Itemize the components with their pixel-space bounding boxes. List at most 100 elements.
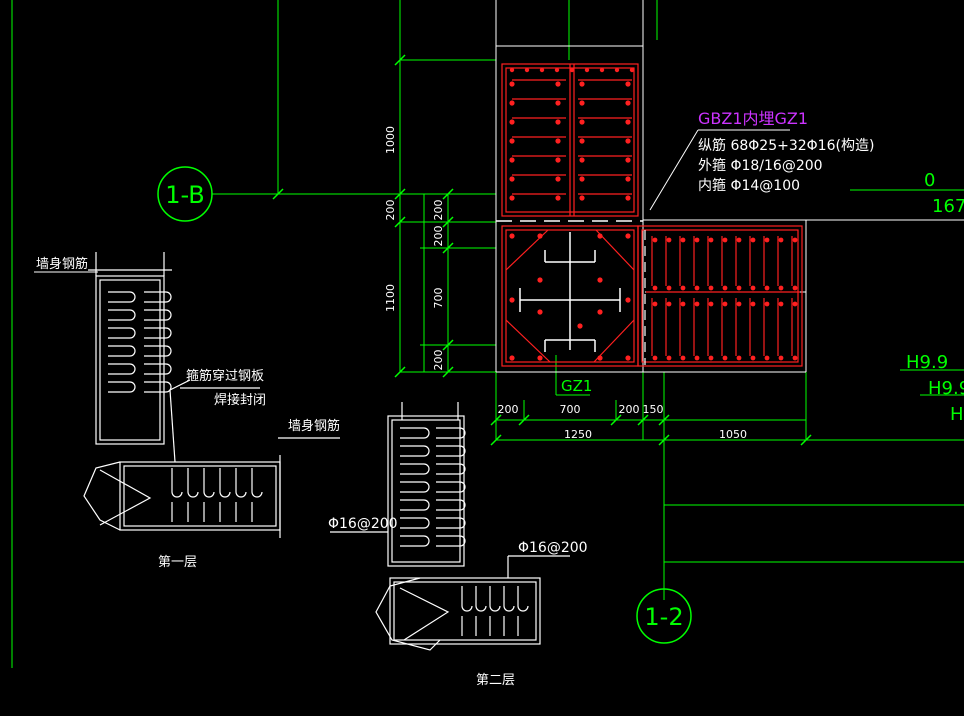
dim-h-200: 200 xyxy=(498,403,519,416)
stirrup-hook xyxy=(400,481,430,493)
stirrup-hook xyxy=(108,381,136,393)
stirrup-label-1: Φ16@200 xyxy=(328,516,398,532)
stirrup-hook xyxy=(436,481,466,493)
rebar-ties xyxy=(512,79,793,356)
dim-700: 700 xyxy=(432,288,445,309)
rebar-dot xyxy=(625,233,631,239)
stirrup-hook xyxy=(400,445,430,457)
rebar-dot xyxy=(625,81,631,87)
rebar-dot xyxy=(652,355,658,361)
rebar-dot xyxy=(537,277,543,283)
rebar-dots xyxy=(509,67,798,361)
dimension-ticks xyxy=(272,54,812,446)
right-text-h99-a: H9.9 xyxy=(906,352,948,373)
rebar-layout xyxy=(501,63,803,367)
right-text-167: 167 xyxy=(932,196,964,217)
rebar-dot xyxy=(736,237,742,243)
detail-layer-2 xyxy=(330,402,570,651)
stirrup-hook xyxy=(235,468,247,498)
stirrup-hook xyxy=(400,535,430,547)
rebar-dot xyxy=(524,67,530,73)
stirrup-hook xyxy=(400,517,430,529)
rebar-dot xyxy=(764,285,770,291)
right-text-h: H xyxy=(950,404,964,425)
grid-label-1b: 1-B xyxy=(165,181,205,209)
wall-rebar-label-2: 墙身钢筋 xyxy=(288,418,340,434)
stirrup-label-2: Φ16@200 xyxy=(518,540,588,556)
detail-layer-1-hooks xyxy=(108,291,263,522)
rebar-dot xyxy=(577,323,583,329)
rebar-dot xyxy=(764,301,770,307)
rebar-dot xyxy=(792,285,798,291)
right-text-0: 0 xyxy=(924,170,935,191)
dim-h-150: 150 xyxy=(643,403,664,416)
dim-200-c: 200 xyxy=(432,226,445,247)
rebar-dot xyxy=(778,237,784,243)
rebar-dot xyxy=(680,285,686,291)
rebar-dot xyxy=(597,277,603,283)
rebar-dot xyxy=(652,237,658,243)
detail-layer-2-hooks xyxy=(400,427,529,636)
dim-1000: 1000 xyxy=(384,126,397,154)
rebar-dot xyxy=(579,195,585,201)
callout-line-1: 纵筋 68Φ25+32Φ16(构造) xyxy=(698,137,874,154)
stirrup-hook xyxy=(400,499,430,511)
rebar-dot xyxy=(750,301,756,307)
rebar-dot xyxy=(792,355,798,361)
stirrup-hook xyxy=(503,586,515,612)
rebar-dot xyxy=(509,81,515,87)
rebar-dot xyxy=(599,67,605,73)
dim-h-1050: 1050 xyxy=(719,428,747,441)
rebar-dot xyxy=(625,297,631,303)
stirrup-hook xyxy=(187,468,199,498)
stirrup-hook xyxy=(436,535,466,547)
rebar-dot xyxy=(750,285,756,291)
wall-rebar-label-1: 墙身钢筋 xyxy=(36,256,88,272)
rebar-dot xyxy=(722,355,728,361)
grid-bubble-1b: 1-B xyxy=(157,166,213,222)
rebar-dot xyxy=(597,233,603,239)
rebar-dot xyxy=(625,195,631,201)
rebar-dot xyxy=(652,301,658,307)
dim-1100: 1100 xyxy=(384,284,397,312)
stirrup-hook xyxy=(400,463,430,475)
rebar-dot xyxy=(579,81,585,87)
dim-h-200-b: 200 xyxy=(619,403,640,416)
dim-h-1250: 1250 xyxy=(564,428,592,441)
rebar-dot xyxy=(579,176,585,182)
rebar-dot xyxy=(764,237,770,243)
stirrup-hook xyxy=(436,427,466,439)
stirrup-hook xyxy=(144,363,172,375)
rebar-dot xyxy=(694,285,700,291)
rebar-dot xyxy=(708,301,714,307)
stirrup-hook xyxy=(144,309,172,321)
rebar-dot xyxy=(680,355,686,361)
rebar-dot xyxy=(555,100,561,106)
rebar-dot xyxy=(722,301,728,307)
rebar-dot xyxy=(722,237,728,243)
rebar-dot xyxy=(694,301,700,307)
stirrup-hook xyxy=(489,586,501,612)
rebar-dot xyxy=(539,67,545,73)
rebar-dot xyxy=(666,237,672,243)
stirrup-hook xyxy=(517,586,529,612)
rebar-dot xyxy=(579,138,585,144)
rebar-dot xyxy=(736,301,742,307)
rebar-dot xyxy=(614,67,620,73)
rebar-dot xyxy=(509,138,515,144)
rebar-dot xyxy=(509,119,515,125)
rebar-dot xyxy=(509,297,515,303)
stirrup-hook xyxy=(108,291,136,303)
rebar-dot xyxy=(584,67,590,73)
rebar-dot xyxy=(509,176,515,182)
dim-200-d: 200 xyxy=(432,350,445,371)
rebar-dot xyxy=(666,285,672,291)
stirrup-hook xyxy=(251,468,263,498)
callout-line-2: 外箍 Φ18/16@200 xyxy=(698,157,823,174)
rebar-dot xyxy=(554,67,560,73)
rebar-dot xyxy=(509,233,515,239)
grid-lines xyxy=(11,0,964,668)
note-stirrup-through-plate: 箍筋穿过钢板 xyxy=(186,368,264,384)
stirrup-hook xyxy=(144,327,172,339)
